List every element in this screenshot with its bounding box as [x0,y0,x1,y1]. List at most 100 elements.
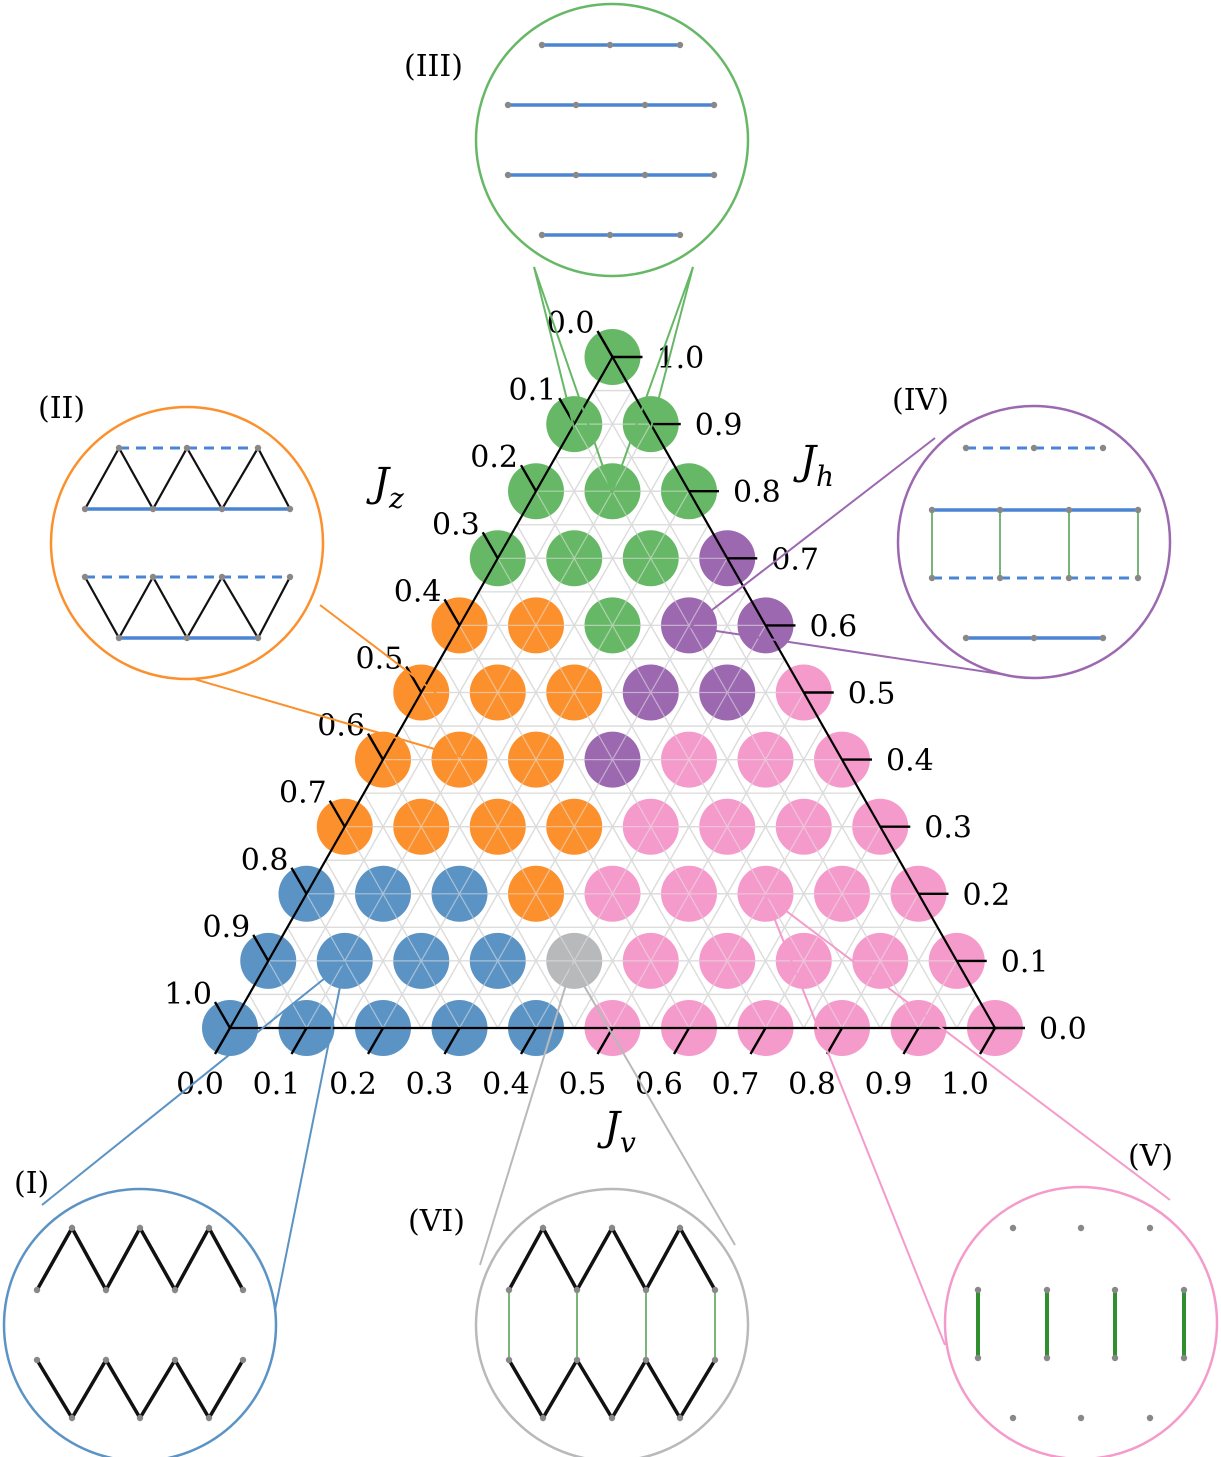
lattice-site [183,444,191,452]
inset-circle [474,1187,750,1457]
tick-bottom [749,1027,767,1055]
inset-circle [943,1185,1219,1457]
grid-line [726,792,862,1029]
lattice-site [149,573,157,581]
lattice-site [1043,1354,1051,1362]
tick-left [328,800,346,828]
lattice-site [606,231,614,239]
grid-line [516,524,805,1029]
lattice-site [1180,1354,1188,1362]
tick-label-jh: 0.0 [1039,1012,1087,1047]
tick-bottom [596,1027,614,1055]
regime-label-iii: (III) [404,49,463,84]
lattice-site [1111,1354,1119,1362]
grid-line [611,692,805,1029]
lattice-site [573,1356,581,1364]
lattice-site [641,101,649,109]
lattice-site [539,1224,547,1232]
lattice-site [1077,1414,1085,1422]
tick-label-jh: 0.8 [733,475,781,510]
tick-label-jv: 0.9 [865,1067,913,1102]
inset-i [2,1187,278,1457]
lattice-site [1146,1414,1154,1422]
lattice-site [205,1224,213,1232]
inset-connectors [41,266,1171,1346]
lattice-site [539,1414,547,1422]
lattice-site [102,1356,110,1364]
lattice-site [183,634,191,642]
tick-label-jz: 0.1 [509,373,557,408]
grid-line [439,658,652,1029]
tick-label-jv: 0.0 [176,1067,224,1102]
lattice-site [572,171,580,179]
lattice-site [974,1286,982,1294]
tick-label-jh: 0.1 [1001,945,1049,980]
inset-circle [474,2,750,278]
tick-left [519,464,538,492]
inset-iv [896,404,1172,680]
lattice-site [1043,1286,1051,1294]
tick-label-jv: 1.0 [941,1067,989,1102]
tick-label-jv: 0.6 [635,1067,683,1102]
lattice-site [1099,444,1107,452]
lattice-site [136,1224,144,1232]
inset-connector-line [319,604,437,694]
lattice-site [1065,574,1073,582]
tick-label-jh: 0.2 [963,878,1011,913]
inset-circle [49,405,325,681]
tick-bottom [443,1027,461,1055]
inset-connector-line [689,437,936,628]
lattice-site [1146,1224,1154,1232]
inset-connector-line [650,266,694,429]
inset-circle [2,1187,278,1457]
tick-label-jv: 0.1 [253,1067,301,1102]
lattice-site [676,41,684,49]
grid-line [917,960,958,1029]
grid-line [573,658,786,1029]
lattice-site [81,505,89,513]
lattice-site [928,574,936,582]
lattice-site [504,171,512,179]
grid-line [401,725,575,1029]
lattice-site [676,1224,684,1232]
tick-bottom [519,1027,538,1055]
inset-connector-line [611,266,694,494]
inset-circle [896,404,1172,680]
tick-bottom [978,1027,997,1055]
lattice-site [538,231,546,239]
lattice-site [572,101,580,109]
grid-line [305,893,384,1029]
inset-v [943,1185,1219,1457]
grid-line [650,725,824,1029]
lattice-site [642,1286,650,1294]
lattice-site [962,444,970,452]
inset-connector-line [479,964,573,1266]
lattice-site [538,41,546,49]
grid-line [420,692,614,1029]
lattice-site [974,1354,982,1362]
tick-label-jh: 0.4 [886,744,934,779]
grid-line [592,390,958,1029]
regime-label-ii: (II) [38,391,85,426]
tick-label-jz: 0.9 [203,910,251,945]
lattice-site [710,101,718,109]
lattice-site [676,231,684,239]
lattice-site [115,444,123,452]
lattice-site [962,634,970,642]
lattice-site [81,573,89,581]
inset-iii [474,2,750,278]
lattice-site [286,573,294,581]
tick-label-jh: 0.5 [848,677,896,712]
lattice-site [1030,634,1038,642]
lattice-site [928,506,936,514]
tick-bottom [672,1027,691,1055]
lattice-site [1180,1286,1188,1294]
tick-left [290,867,308,895]
lattice-site [505,1356,513,1364]
tick-bottom [902,1027,920,1055]
axis-label-jz: Jz [366,460,404,515]
lattice-site [218,505,226,513]
lattice-site [33,1356,41,1364]
tick-label-jv: 0.2 [329,1067,377,1102]
